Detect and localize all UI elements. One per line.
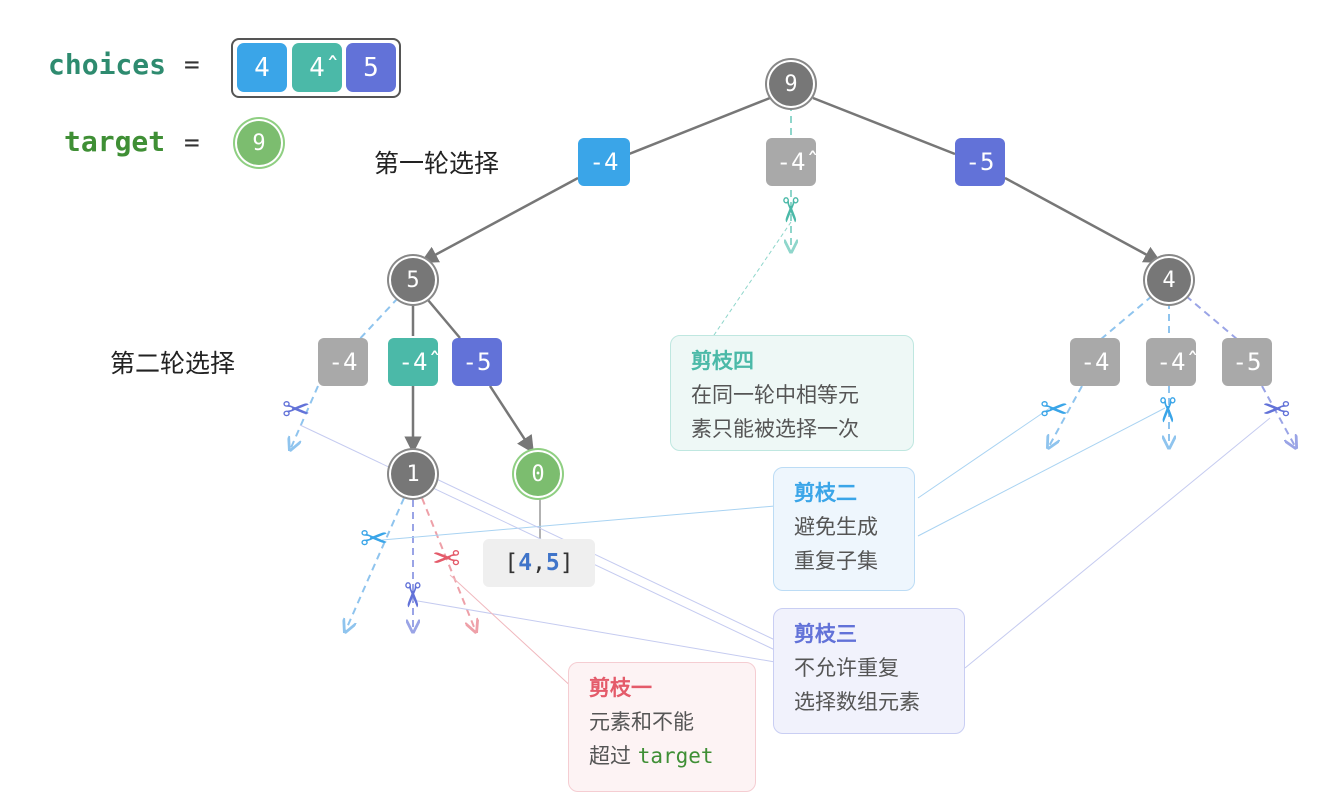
target-node: 9 [237, 121, 281, 165]
node-left: 5 [391, 258, 435, 302]
round-two-label: 第二轮选择 [110, 349, 236, 378]
node-left-right: 0 [516, 452, 560, 496]
callout-pruning-two-line1: 避免生成 [794, 515, 878, 539]
node-root: 9 [769, 62, 813, 106]
callout-pruning-one-target-code: target [637, 744, 714, 768]
scissors-icon: ✂ [1262, 390, 1291, 430]
callout-pruning-two: 剪枝二 避免生成 重复子集 [773, 467, 915, 591]
callout-pruning-two-title: 剪枝二 [794, 481, 857, 505]
choice-cell-4: 4 [237, 43, 287, 92]
callout-pruning-one-title: 剪枝一 [589, 676, 652, 700]
edge-box-right-minus-5: -5 [1222, 338, 1272, 386]
edge-box-right-minus-4: -4 [1070, 338, 1120, 386]
result-value-4: 4 [518, 550, 533, 576]
edge-box-right-minus-4-hat: -4̂ [1146, 338, 1196, 386]
choices-equals: = [184, 50, 200, 80]
callout-pruning-four-line1: 在同一轮中相等元 [691, 383, 859, 407]
scissors-icon: ✂ [1040, 390, 1069, 430]
callout-pruning-four-title: 剪枝四 [691, 349, 754, 373]
result-close-bracket: ] [559, 550, 574, 576]
result-subset: [4,5] [483, 539, 595, 587]
edge-box-minus-4: -4 [578, 138, 630, 186]
node-left-left: 1 [391, 452, 435, 496]
callout-pruning-one-line2-prefix: 超过 [589, 744, 638, 768]
callout-pruning-one-line1: 元素和不能 [589, 710, 694, 734]
choice-cell-4-hat: 4̂ [292, 43, 342, 92]
edge-box-left-minus-4-hat: -4̂ [388, 338, 438, 386]
callout-pruning-two-line2: 重复子集 [794, 549, 878, 573]
result-value-5: 5 [545, 550, 560, 576]
callout-pruning-four-line2: 素只能被选择一次 [691, 417, 859, 441]
callout-pruning-four: 剪枝四 在同一轮中相等元 素只能被选择一次 [670, 335, 914, 451]
scissors-icon: ✂ [769, 195, 810, 225]
scissors-icon: ✂ [391, 580, 432, 610]
target-equals: = [184, 128, 200, 158]
scissors-icon: ✂ [282, 390, 311, 430]
callout-pruning-one-line2: 超过 target [589, 739, 755, 773]
result-comma: , [532, 550, 546, 576]
callout-pruning-three-title: 剪枝三 [794, 622, 857, 646]
callout-pruning-one: 剪枝一 元素和不能 超过 target [568, 662, 756, 792]
scissors-icon: ✂ [1146, 395, 1187, 425]
node-right: 4 [1147, 258, 1191, 302]
callout-pruning-three: 剪枝三 不允许重复 选择数组元素 [773, 608, 965, 734]
callout-pruning-three-line2: 选择数组元素 [794, 690, 920, 714]
scissors-icon: ✂ [432, 539, 461, 579]
edge-box-left-minus-5: -5 [452, 338, 502, 386]
edge-box-minus-5: -5 [955, 138, 1005, 186]
scissors-icon: ✂ [360, 519, 389, 559]
choice-cell-5: 5 [346, 43, 396, 92]
result-open-bracket: [ [504, 550, 519, 576]
target-label: target [64, 125, 166, 158]
choices-label: choices [48, 48, 167, 81]
round-one-label: 第一轮选择 [374, 149, 500, 178]
edge-box-minus-4-hat: -4̂ [766, 138, 816, 186]
edge-box-left-minus-4: -4 [318, 338, 368, 386]
callout-pruning-three-line1: 不允许重复 [794, 656, 899, 680]
